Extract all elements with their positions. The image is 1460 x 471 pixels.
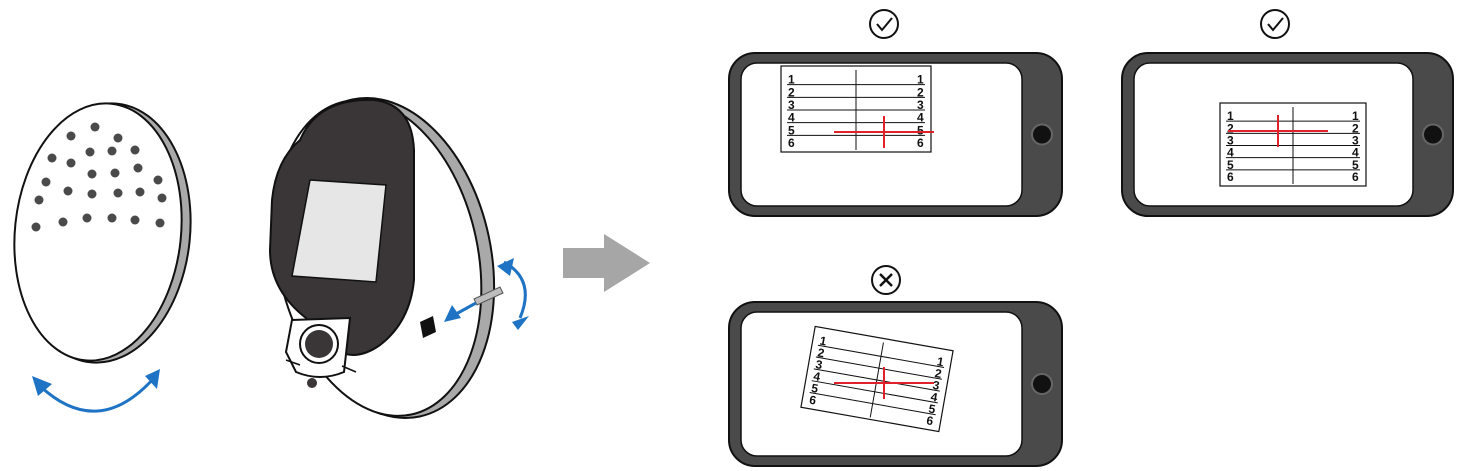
row-label-right: 4 <box>1352 146 1359 160</box>
crosshair-icon <box>1228 115 1328 147</box>
row-label-left: 3 <box>814 357 823 372</box>
row-label-right: 3 <box>932 378 941 393</box>
rear-cover-plate <box>13 102 192 364</box>
arrowhead-left <box>32 376 52 396</box>
row-label-left: 5 <box>788 123 795 137</box>
insert-arrow-icon <box>444 305 461 322</box>
row-label-left: 5 <box>810 381 819 396</box>
home-button-icon <box>1031 373 1053 395</box>
row-label-right: 1 <box>936 354 945 369</box>
monitor-device <box>268 97 496 419</box>
row-label-left: 1 <box>1227 109 1234 123</box>
row-label-left: 1 <box>788 73 795 87</box>
crosshair-icon <box>834 116 934 148</box>
led-indicator <box>307 378 317 388</box>
display-screen <box>291 179 387 283</box>
row-label-right: 6 <box>925 413 934 428</box>
row-label-right: 4 <box>917 111 924 125</box>
row-label-right: 1 <box>1352 109 1359 123</box>
checkmark-circle-icon <box>1260 9 1290 39</box>
row-label-right: 3 <box>1352 134 1359 148</box>
row-label-right: 1 <box>917 73 924 87</box>
row-label-right: 3 <box>917 98 924 112</box>
row-label-left: 3 <box>788 98 795 112</box>
cross-circle-icon <box>871 265 901 295</box>
row-label-left: 4 <box>788 111 795 125</box>
arrowhead-bottom <box>512 316 529 330</box>
row-label-left: 3 <box>1227 134 1234 148</box>
side-slot <box>420 316 436 338</box>
arrowhead-right <box>145 369 160 389</box>
row-label-left: 4 <box>1227 146 1234 160</box>
checkmark-circle-icon <box>869 9 899 39</box>
row-label-left: 6 <box>808 393 817 408</box>
flow-arrow-icon <box>563 234 650 292</box>
arrowhead-top <box>497 258 514 276</box>
row-label-left: 5 <box>1227 158 1234 172</box>
row-label-left: 2 <box>788 85 795 99</box>
home-button-icon <box>1422 123 1444 146</box>
row-label-left: 2 <box>817 345 826 360</box>
insert-arrow-shaft <box>455 301 477 316</box>
row-label-right: 5 <box>1352 158 1359 172</box>
row-label-right: 2 <box>917 85 924 99</box>
row-label-right: 6 <box>917 136 924 150</box>
row-label-left: 2 <box>1227 121 1234 135</box>
row-label-right: 2 <box>934 366 943 381</box>
row-label-right: 6 <box>1352 170 1359 184</box>
row-label-left: 1 <box>819 334 828 349</box>
row-label-right: 4 <box>930 390 939 405</box>
row-label-left: 4 <box>812 369 821 384</box>
home-button-icon <box>1031 123 1053 146</box>
speaker-holes <box>31 122 167 232</box>
rotate-arrow-icon <box>38 376 156 413</box>
row-label-right: 5 <box>927 402 936 417</box>
row-label-right: 2 <box>1352 121 1359 135</box>
crosshair-icon <box>834 367 934 399</box>
row-label-left: 6 <box>788 136 795 150</box>
row-label-right: 5 <box>917 123 924 137</box>
row-label-left: 6 <box>1227 170 1234 184</box>
